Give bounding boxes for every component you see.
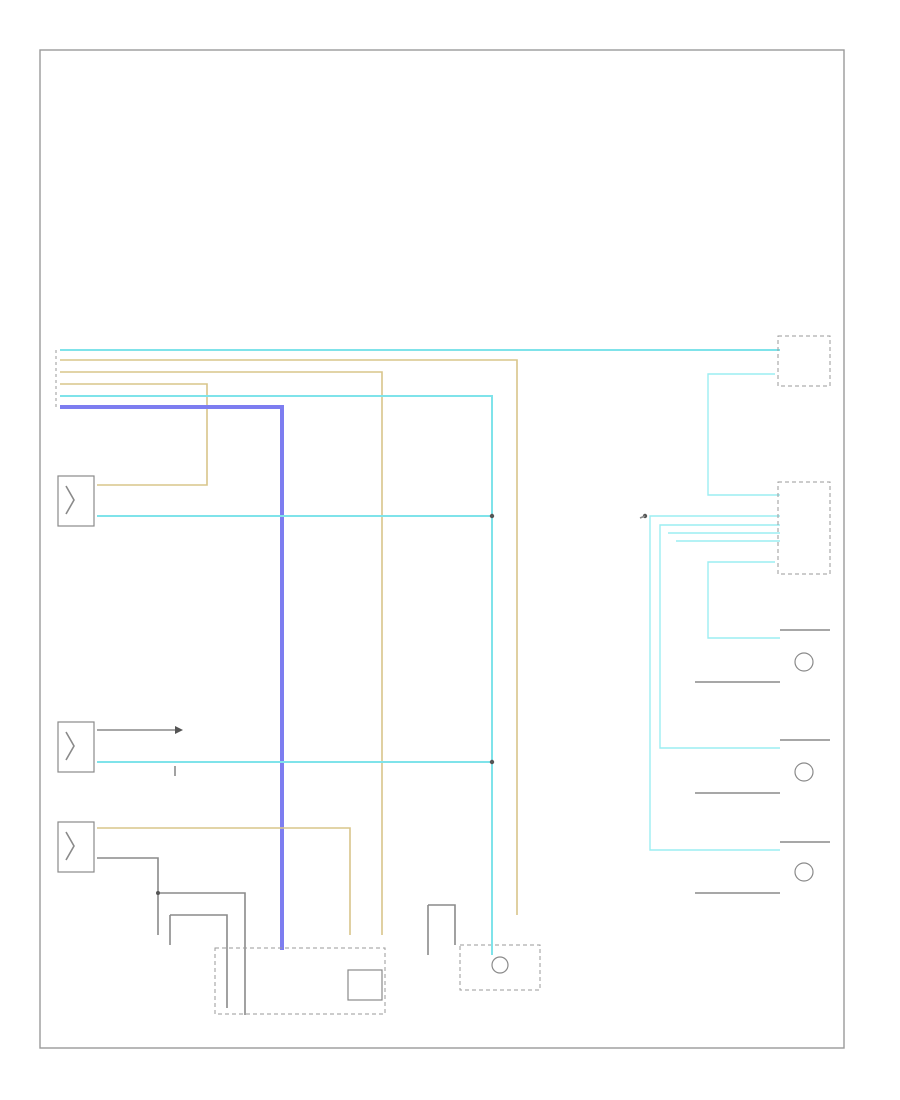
wire-tan-bus-1 [60, 359, 518, 915]
front-left-courtesy-lamp-box [214, 947, 386, 1015]
wire-ltblu-right-loop-b [707, 561, 780, 639]
front-right-courtesy-bulb [491, 956, 509, 974]
switch3-contact [65, 831, 75, 861]
diagram-border [39, 49, 845, 1049]
wire-ltblu-right-trunk-2 [659, 524, 780, 749]
wire-brn-wht-fr-switch [60, 383, 208, 486]
switch2-contact [65, 731, 75, 761]
wire-bottom-1 [158, 892, 246, 1015]
wire-tan-bus-2 [60, 371, 383, 935]
front-right-door-switch [57, 475, 95, 527]
wire-bottom-2 [170, 914, 228, 1008]
wire-ltblu-right-trunk-1 [649, 515, 780, 851]
splice-node-2 [489, 759, 495, 765]
wire-gray-fl-switch [97, 857, 159, 935]
splice-node-1 [489, 513, 495, 519]
arrow-icon [175, 726, 183, 734]
wire-tan-fl-switch [97, 827, 351, 935]
interior-light-control-box [777, 481, 831, 575]
wire-door-relay [428, 904, 456, 945]
ignition-lamp-switch-box [777, 335, 831, 387]
wire-ltblu-right-loop-a [707, 373, 780, 496]
splice-node-4 [156, 891, 160, 895]
relay-contact-block [347, 969, 383, 1001]
front-right-courtesy-lamp-box [459, 944, 541, 991]
right-step-lamp-bulb [794, 862, 814, 882]
luggage-lamp-bulb [794, 652, 814, 672]
callout-leader [639, 515, 646, 519]
left-step-lamp-bulb [794, 762, 814, 782]
front-left-door-switch [57, 821, 95, 873]
wire-ltblu-vertical-main [60, 395, 493, 915]
switch1-contact [65, 485, 75, 515]
rear-door-switch [57, 721, 95, 773]
wire-blu-thick [60, 405, 284, 950]
